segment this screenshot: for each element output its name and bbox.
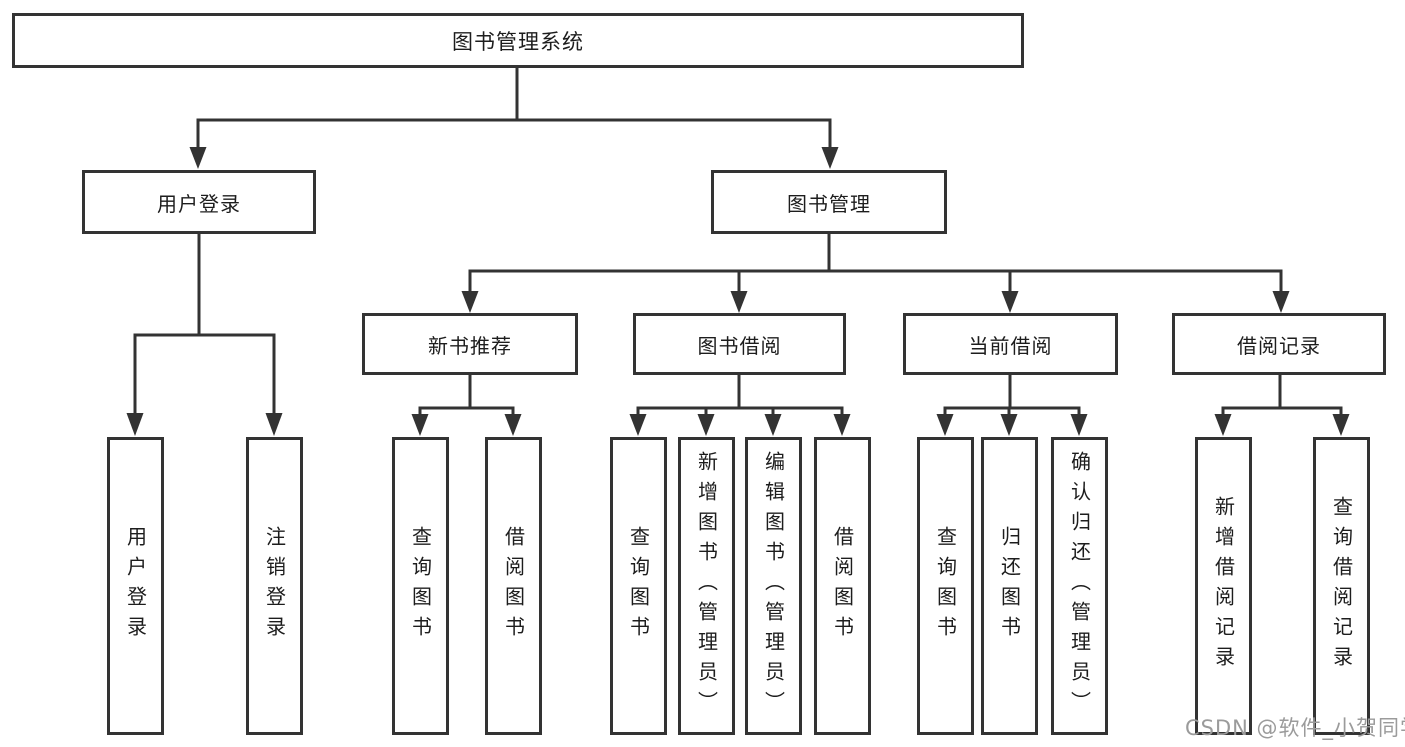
arrowhead-icon — [411, 414, 429, 436]
arrowhead-icon — [1070, 414, 1088, 436]
node-current-borrowing: 当前借阅 — [903, 313, 1118, 375]
node-new-book-recommend: 新书推荐 — [362, 313, 578, 375]
node-borrowing-records: 借阅记录 — [1172, 313, 1386, 375]
csdn-watermark: CSDN @软件_小贺同学 — [1185, 716, 1405, 740]
connector-user-login-branch — [133, 231, 276, 419]
arrowhead-icon — [1272, 291, 1290, 313]
node-leaf-query-books-recommend: 查询图书 — [392, 437, 449, 735]
node-leaf-borrow-books: 借阅图书 — [814, 437, 871, 735]
arrowhead-icon — [189, 147, 207, 169]
arrowhead-icon — [629, 414, 647, 436]
arrowhead-icon — [1214, 414, 1232, 436]
node-leaf-edit-book-admin: 编辑图书（管理员） — [745, 437, 802, 735]
arrowhead-icon — [764, 414, 782, 436]
node-leaf-confirm-return-admin: 确认归还（管理员） — [1051, 437, 1108, 735]
connector-root-to-level2 — [196, 66, 832, 152]
connector-book-management-branch — [468, 231, 1283, 296]
arrowhead-icon — [1001, 291, 1019, 313]
arrowhead-icon — [265, 413, 283, 436]
connector-book-borrowing-branch — [636, 372, 844, 420]
node-leaf-query-borrow-record: 查询借阅记录 — [1313, 437, 1370, 735]
node-leaf-query-books-borrowing: 查询图书 — [610, 437, 667, 735]
node-leaf-query-books-current: 查询图书 — [917, 437, 974, 735]
arrowheads — [126, 147, 1350, 436]
arrowhead-icon — [730, 291, 748, 313]
arrowhead-icon — [1332, 414, 1350, 436]
arrowhead-icon — [697, 414, 715, 436]
arrowhead-icon — [821, 147, 839, 169]
arrowhead-icon — [504, 414, 522, 436]
node-book-management: 图书管理 — [711, 170, 947, 234]
arrowhead-icon — [461, 291, 479, 313]
node-leaf-user-login: 用户登录 — [107, 437, 164, 735]
node-leaf-borrow-books-recommend: 借阅图书 — [485, 437, 542, 735]
node-leaf-logout: 注销登录 — [246, 437, 303, 735]
node-book-borrowing: 图书借阅 — [633, 313, 846, 375]
node-leaf-add-borrow-record: 新增借阅记录 — [1195, 437, 1252, 735]
node-library-management-system: 图书管理系统 — [12, 13, 1024, 68]
node-leaf-return-book: 归还图书 — [981, 437, 1038, 735]
connector-current-borrowing-branch — [943, 372, 1081, 420]
arrowhead-icon — [126, 413, 144, 436]
connector-borrowing-records-branch — [1221, 372, 1343, 420]
arrowhead-icon — [936, 414, 954, 436]
connector-new-book-branch — [418, 372, 515, 420]
node-leaf-add-book-admin: 新增图书（管理员） — [678, 437, 735, 735]
arrowhead-icon — [1000, 414, 1018, 436]
node-user-login: 用户登录 — [82, 170, 316, 234]
arrowhead-icon — [833, 414, 851, 436]
